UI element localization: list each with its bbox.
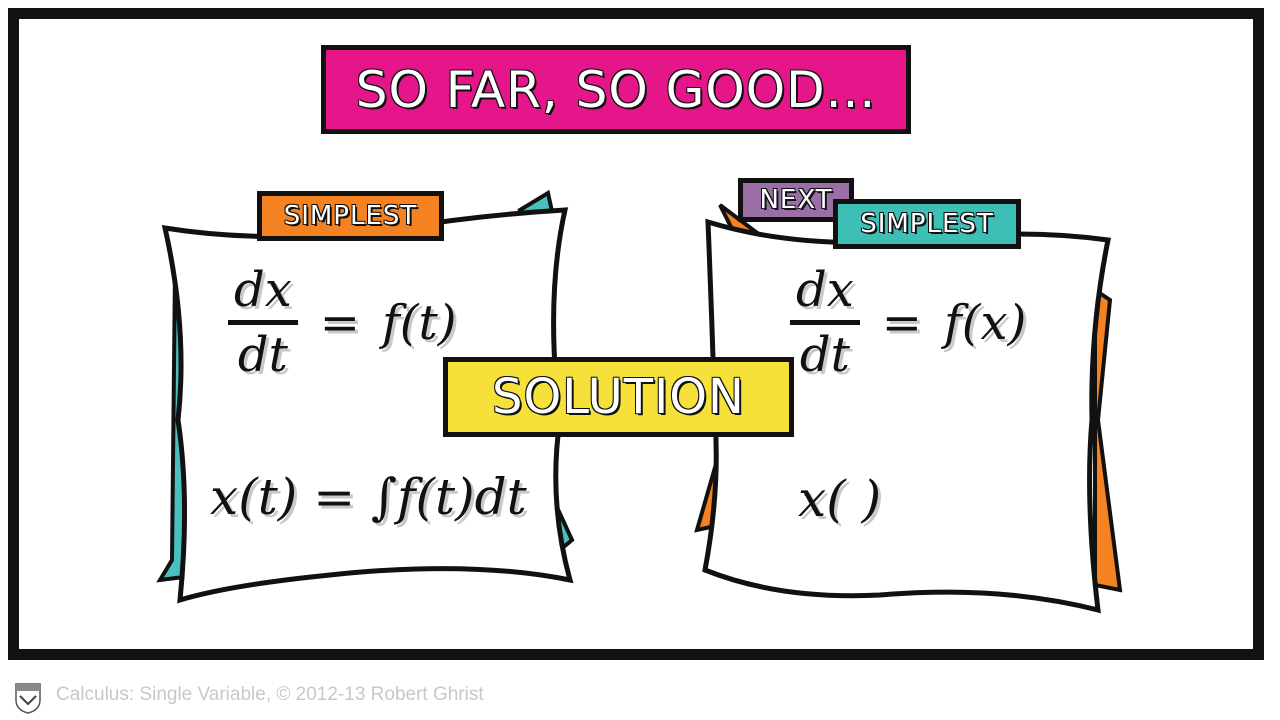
right-solution: x( )	[798, 470, 882, 528]
left-ode-rhs: f(t)	[382, 294, 457, 351]
right-ode-equals: =	[881, 294, 923, 351]
simplest-tag-left: SIMPLEST	[257, 191, 444, 241]
right-ode-rhs: f(x)	[944, 294, 1027, 351]
left-ode-denominator: dt	[237, 327, 288, 383]
university-shield-icon	[15, 683, 41, 714]
left-ode: dx dt = f(t)	[228, 262, 457, 383]
title-banner: SO FAR, SO GOOD...	[321, 45, 911, 134]
footer-copyright: Calculus: Single Variable, © 2012-13 Rob…	[56, 684, 484, 705]
left-ode-numerator: dx	[234, 262, 292, 318]
right-ode: dx dt = f(x)	[790, 262, 1026, 383]
simplest-tag-right: SIMPLEST	[833, 199, 1021, 249]
solution-banner: SOLUTION	[443, 357, 794, 437]
left-ode-fraction: dx dt	[228, 262, 298, 383]
right-ode-fraction: dx dt	[790, 262, 860, 383]
right-ode-denominator: dt	[799, 327, 850, 383]
left-solution: x(t) = ∫f(t)dt	[210, 468, 527, 526]
left-ode-equals: =	[319, 294, 361, 351]
right-ode-numerator: dx	[796, 262, 854, 318]
